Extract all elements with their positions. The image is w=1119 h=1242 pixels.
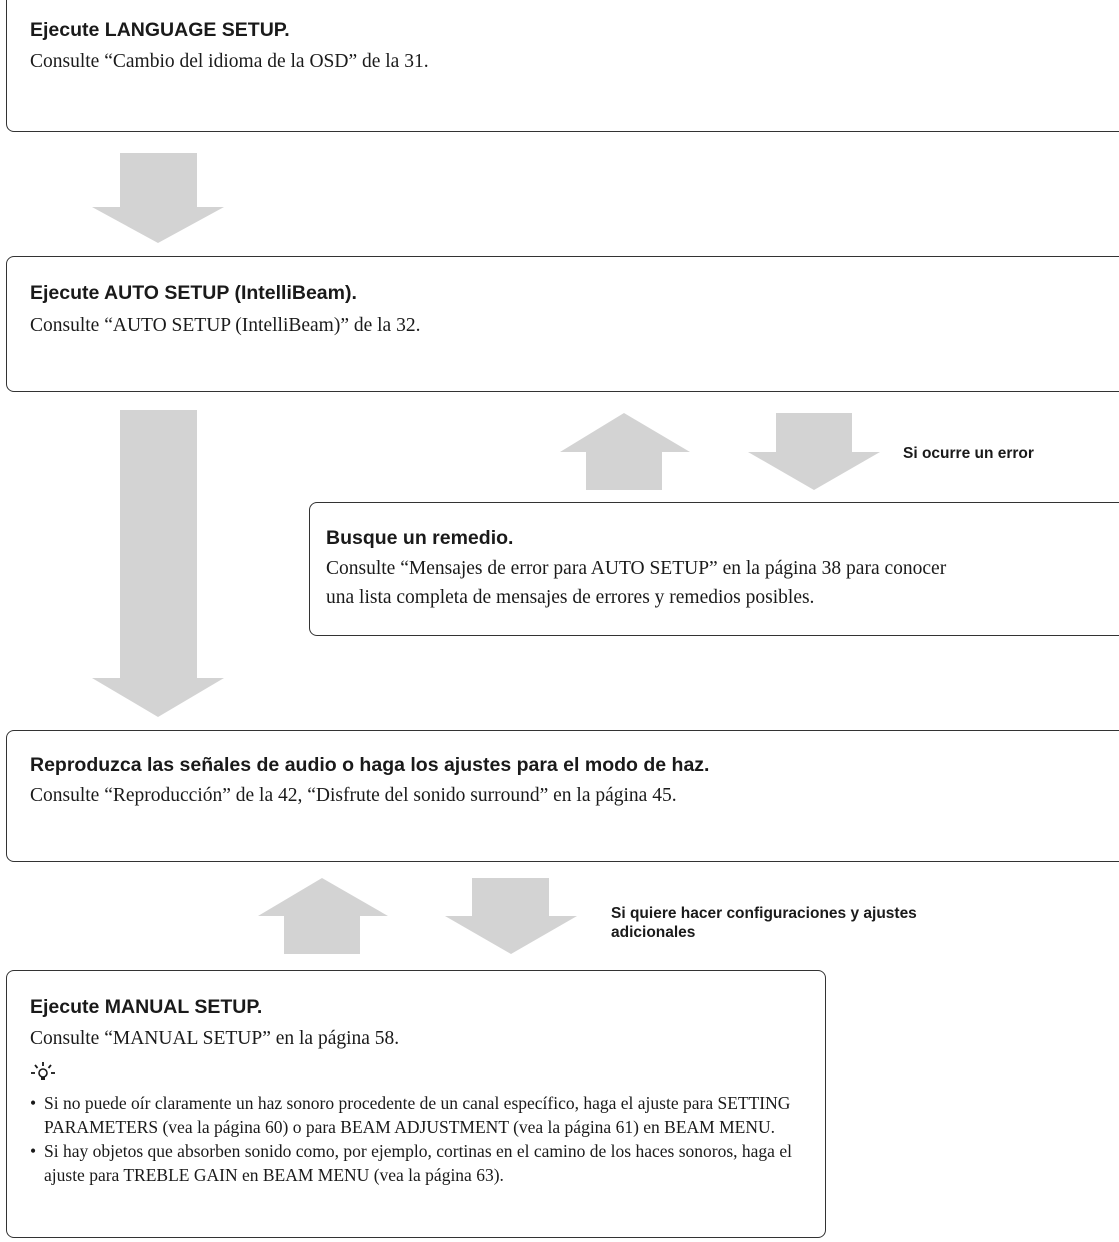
auto-setup-title: Ejecute AUTO SETUP (IntelliBeam). bbox=[30, 282, 357, 304]
playback-box bbox=[6, 730, 1119, 862]
remedy-title: Busque un remedio. bbox=[326, 527, 514, 549]
manual-setup-tips: Si no puede oír claramente un haz sonoro… bbox=[30, 1091, 820, 1187]
config-branch-label: Si quiere hacer configuraciones y ajuste… bbox=[611, 905, 917, 941]
remedy-box bbox=[309, 502, 1119, 636]
error-branch-label: Si ocurre un error bbox=[903, 445, 1034, 462]
auto-setup-box bbox=[6, 256, 1119, 392]
lightbulb-icon bbox=[31, 1062, 55, 1080]
playback-text: Consulte “Reproducción” de la 42, “Disfr… bbox=[30, 785, 677, 806]
remedy-text-line-1: Consulte “Mensajes de error para AUTO SE… bbox=[326, 558, 947, 579]
up-arrow-config bbox=[258, 878, 388, 954]
playback-title: Reproduzca las señales de audio o haga l… bbox=[30, 754, 710, 776]
auto-setup-text: Consulte “AUTO SETUP (IntelliBeam)” de l… bbox=[30, 315, 421, 336]
up-arrow-error bbox=[560, 413, 690, 490]
language-setup-box bbox=[6, 0, 1119, 132]
manual-setup-title: Ejecute MANUAL SETUP. bbox=[30, 996, 263, 1018]
manual-setup-text: Consulte “MANUAL SETUP” en la página 58. bbox=[30, 1028, 400, 1049]
down-arrow-config bbox=[445, 878, 577, 954]
down-arrow-error bbox=[748, 413, 880, 490]
down-arrow-1 bbox=[92, 153, 224, 243]
remedy-text-line-2: una lista completa de mensajes de errore… bbox=[326, 587, 815, 608]
language-setup-text: Consulte “Cambio del idioma de la OSD” d… bbox=[30, 51, 429, 72]
language-setup-title: Ejecute LANGUAGE SETUP. bbox=[30, 19, 290, 41]
tip-item: Si no puede oír claramente un haz sonoro… bbox=[30, 1091, 820, 1139]
tip-item: Si hay objetos que absorben sonido como,… bbox=[30, 1139, 820, 1187]
down-arrow-long bbox=[92, 410, 224, 717]
